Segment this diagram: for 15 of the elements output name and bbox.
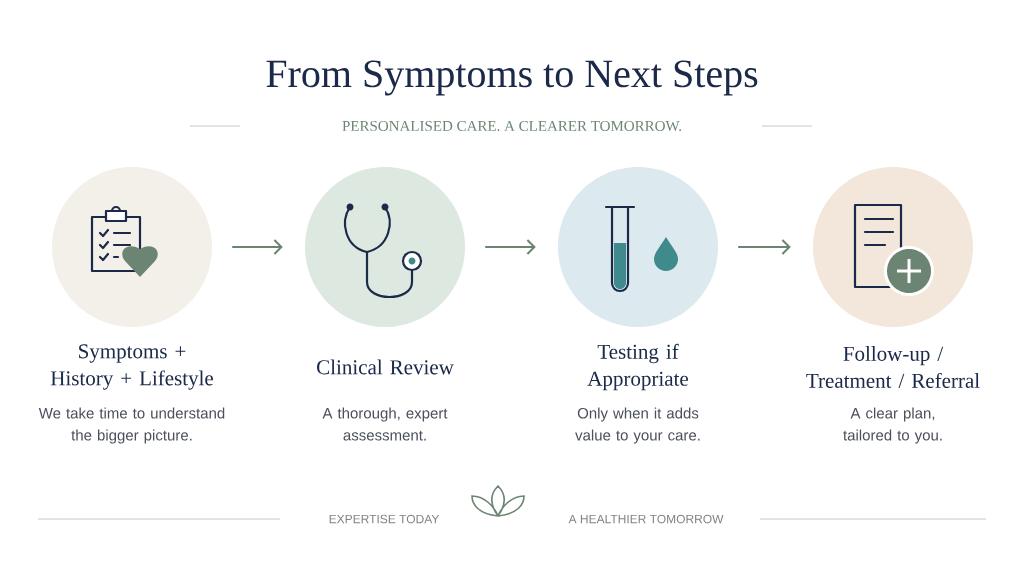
step-heading: Symptoms + History + Lifestyle: [50, 344, 213, 390]
step-heading: Testing if Appropriate: [587, 343, 688, 391]
step-description: Only when it adds value to your care.: [575, 407, 700, 444]
arrow: [484, 239, 536, 255]
footer-text: A HEALTHIER TOMORROW: [568, 514, 724, 524]
step-description: We take time to understand the bigger picture.: [38, 407, 225, 444]
step-description: A clear plan, tailored to you.: [843, 407, 942, 444]
arrow: [737, 239, 791, 255]
title: From Symptoms to Next Steps: [266, 60, 758, 96]
footer-text: EXPERTISE TODAY: [329, 514, 440, 524]
step-heading: Follow-up / Treatment / Referral: [806, 346, 980, 388]
step-heading: Clinical Review: [317, 359, 454, 375]
subtitle: PERSONALISED CARE. A CLEARER TOMORROW.: [342, 120, 682, 132]
step-description: A thorough, expert assessment.: [322, 407, 448, 441]
arrow: [231, 239, 283, 255]
